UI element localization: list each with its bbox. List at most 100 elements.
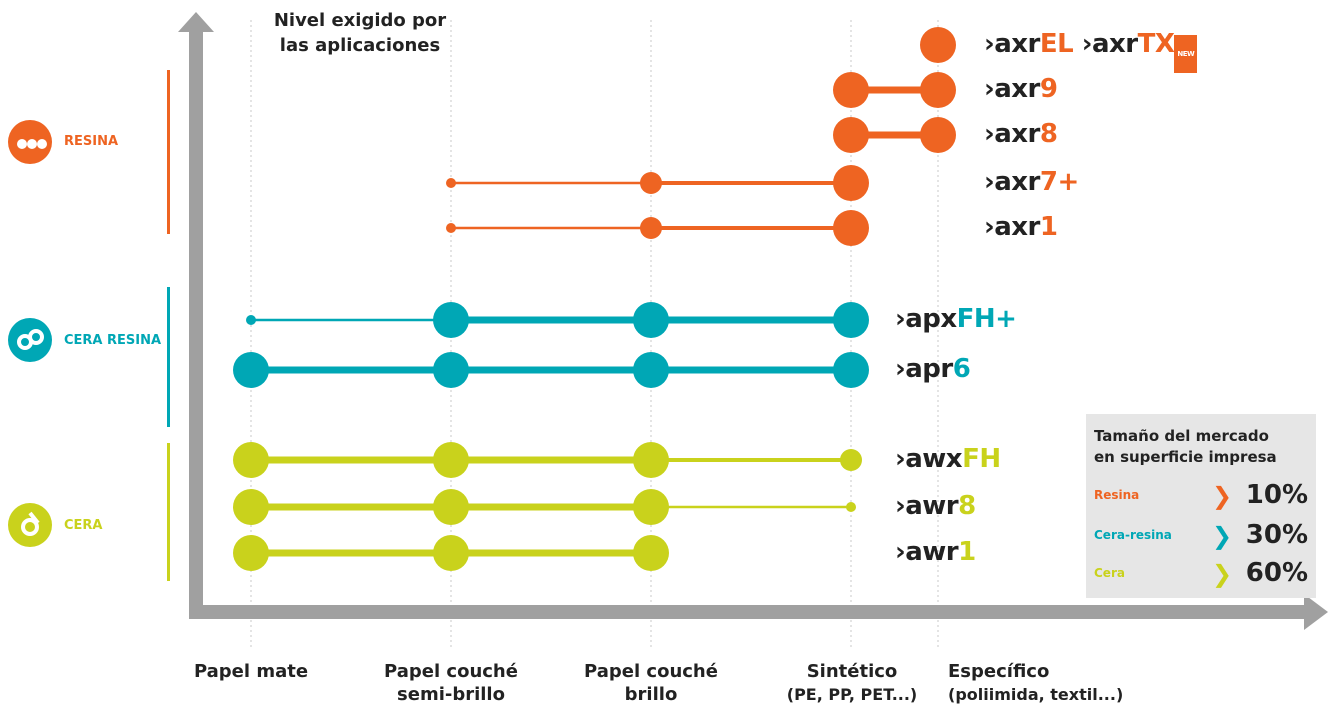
product-name: ›awr8: [895, 491, 976, 521]
resin-range-bar: [167, 70, 170, 234]
product-series: [246, 302, 869, 338]
wax-range-bar: [167, 443, 170, 581]
product-suffix: 6: [952, 354, 971, 384]
product-base: ›axr: [984, 119, 1040, 149]
axis-title-line2: las aplicaciones: [279, 35, 441, 56]
product-name: ›axr9: [984, 74, 1058, 104]
series-point: [840, 449, 862, 471]
axis-title: Nivel exigido por las aplicaciones: [230, 8, 490, 58]
x-label-line1: Papel couché: [384, 661, 518, 682]
product-suffix: 8: [1039, 119, 1058, 149]
resin-icon: [8, 120, 52, 164]
series-point: [920, 72, 956, 108]
chevron-right-icon: ❯: [1212, 482, 1233, 510]
category-cera-resina: CERA RESINA: [64, 333, 162, 348]
product-suffix: TX: [1137, 29, 1175, 59]
product-suffix: 8: [958, 491, 976, 521]
x-label-line1: Específico: [948, 661, 1050, 682]
x-axis-arrow: [1304, 594, 1328, 630]
product-suffix: 9: [1039, 74, 1058, 104]
market-title: Tamaño del mercado en superficie impresa: [1094, 426, 1277, 468]
x-label-sintetico: Sintético (PE, PP, PET...): [772, 660, 932, 706]
product-name: ›apr6: [895, 354, 971, 384]
series-point: [233, 489, 269, 525]
series-point: [833, 210, 869, 246]
product-series: [446, 165, 869, 201]
x-label-line1: Sintético: [806, 661, 898, 682]
series-point: [233, 535, 269, 571]
x-label-line1: Papel couché: [584, 661, 718, 682]
series-point: [633, 535, 669, 571]
x-label-line2: (poliimida, textil...): [948, 685, 1124, 704]
axes: [178, 12, 1328, 630]
category-resina: RESINA: [64, 134, 119, 149]
wax-resin-range-bar: [167, 287, 170, 427]
product-suffix: FH+: [956, 304, 1017, 334]
product-name: ›axr7+: [984, 167, 1079, 197]
series-point: [833, 302, 869, 338]
market-row-cera-resina: Cera-resina ❯ 30%: [1094, 520, 1308, 550]
x-label-papel-mate: Papel mate: [170, 660, 332, 683]
wax-glyph: [21, 511, 40, 536]
series-point: [846, 502, 856, 512]
market-value: 30%: [1245, 520, 1308, 550]
series-point: [233, 352, 269, 388]
product-base: ›apx: [895, 304, 957, 334]
axis-title-line1: Nivel exigido por: [273, 10, 447, 31]
product-name: ›awxFH: [895, 444, 1001, 474]
x-label-semi-brillo: Papel couché semi-brillo: [370, 660, 532, 706]
product-series: [233, 352, 869, 388]
market-label: Resina: [1094, 488, 1140, 502]
series-point: [633, 302, 669, 338]
market-label: Cera: [1094, 566, 1125, 580]
series-point: [833, 352, 869, 388]
product-series: [233, 442, 862, 478]
product-series: [833, 117, 956, 153]
product-name: ›axr1: [984, 212, 1058, 242]
series-point: [920, 27, 956, 63]
market-value: 10%: [1245, 480, 1308, 510]
category-cera: CERA: [64, 518, 103, 533]
product-name: ›awr1: [895, 537, 976, 567]
product-suffix: FH: [962, 444, 1001, 474]
product-series: [233, 489, 856, 525]
y-axis-arrow: [178, 12, 214, 32]
series-point: [446, 223, 456, 233]
series-point: [433, 489, 469, 525]
series-point: [233, 442, 269, 478]
product-series: [233, 535, 669, 571]
x-label-line2: (PE, PP, PET...): [786, 685, 918, 704]
product-series: [833, 72, 956, 108]
chevron-right-icon: ❯: [1212, 560, 1233, 588]
series-point: [920, 117, 956, 153]
product-suffix: 1: [1039, 212, 1058, 242]
product-base: ›axr: [984, 167, 1040, 197]
series-point: [640, 217, 662, 239]
market-row-resina: Resina ❯ 10%: [1094, 480, 1308, 510]
product-name: ›axr8: [984, 119, 1058, 149]
x-label-especifico: Específico (poliimida, textil...): [948, 660, 1128, 706]
wax-resin-icon: [8, 318, 52, 362]
series-point: [246, 315, 256, 325]
product-name: ›apxFH+: [895, 304, 1017, 334]
series-point: [633, 352, 669, 388]
series-point: [433, 535, 469, 571]
series-point: [640, 172, 662, 194]
chevron-right-icon: ❯: [1212, 522, 1233, 550]
market-row-cera: Cera ❯ 60%: [1094, 558, 1308, 588]
product-base: ›awr: [895, 491, 959, 521]
product-base: ›axr: [984, 212, 1040, 242]
product-series: [446, 210, 869, 246]
series-point: [433, 352, 469, 388]
market-value: 60%: [1245, 558, 1308, 588]
product-base: ›axr: [1081, 29, 1138, 59]
wax-icon: [8, 503, 52, 547]
market-title-line1: Tamaño del mercado: [1094, 427, 1269, 445]
market-title-line2: en superficie impresa: [1094, 448, 1277, 466]
product-suffix: EL: [1039, 29, 1074, 59]
product-base: ›apr: [895, 354, 953, 384]
series-point: [633, 489, 669, 525]
series-point: [833, 72, 869, 108]
